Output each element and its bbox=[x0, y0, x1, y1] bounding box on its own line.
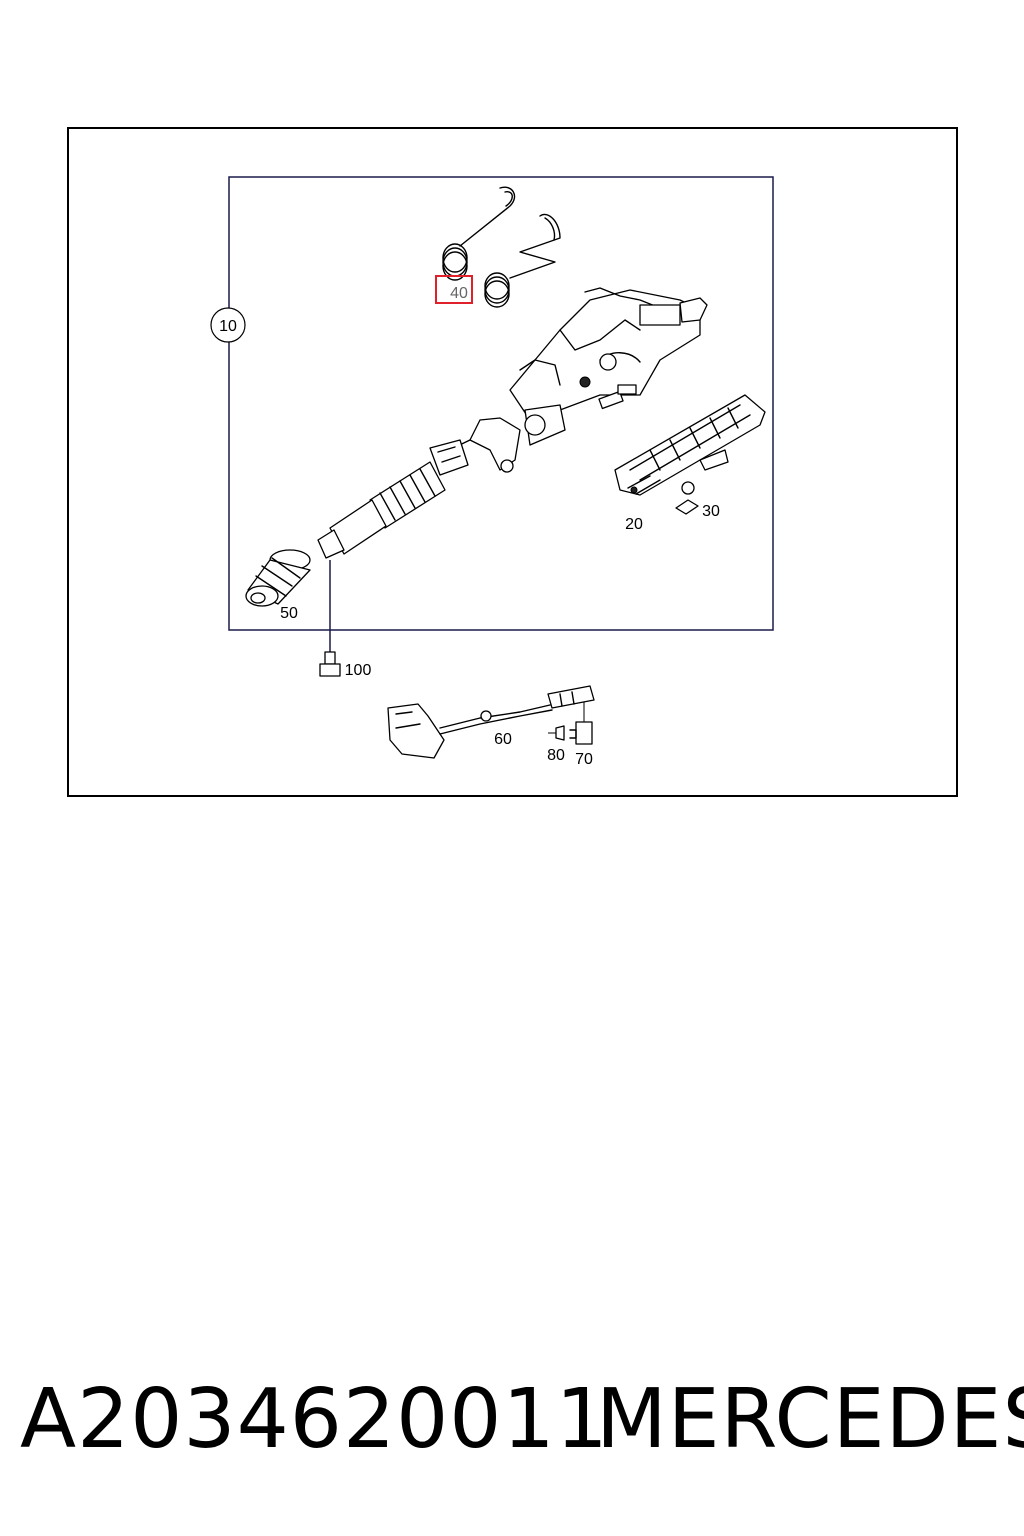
rail-bracket-20 bbox=[614, 394, 766, 496]
callout-20[interactable]: 20 bbox=[625, 516, 643, 533]
callout-70[interactable]: 70 bbox=[575, 751, 593, 768]
callout-30[interactable]: 30 bbox=[702, 503, 720, 520]
steering-column-assembly bbox=[317, 287, 708, 559]
callout-50-label: 50 bbox=[280, 605, 298, 622]
callout-50[interactable]: 50 bbox=[280, 605, 298, 622]
callout-60-label: 60 bbox=[494, 731, 512, 748]
footer: A2034620011 MERCEDES bbox=[0, 1370, 1024, 1470]
callout-100[interactable]: 100 bbox=[345, 662, 372, 679]
wiring-harness-60 bbox=[387, 685, 595, 759]
connector-part-80 bbox=[548, 725, 565, 741]
callout-60[interactable]: 60 bbox=[494, 731, 512, 748]
parts-diagram: 10 40 bbox=[67, 127, 958, 797]
boot-part-50 bbox=[245, 549, 311, 607]
outer-frame bbox=[67, 127, 958, 797]
callout-20-label: 20 bbox=[625, 516, 643, 533]
callout-40-label: 40 bbox=[450, 285, 468, 302]
callout-80-label: 80 bbox=[547, 747, 565, 764]
spring-parts-40 bbox=[442, 186, 561, 308]
highlight-box bbox=[435, 275, 473, 304]
bolt-part-100 bbox=[319, 651, 341, 677]
callout-10-label: 10 bbox=[219, 318, 237, 335]
callout-100-label: 100 bbox=[345, 662, 372, 679]
bolt-part-30 bbox=[675, 481, 699, 515]
callout-70-label: 70 bbox=[575, 751, 593, 768]
callout-10[interactable]: 10 bbox=[210, 307, 246, 343]
callout-40[interactable]: 40 bbox=[435, 275, 473, 304]
assembly-frame bbox=[228, 176, 774, 631]
part-number: A2034620011 bbox=[20, 1372, 609, 1467]
connector-part-70 bbox=[569, 721, 593, 745]
callout-30-label: 30 bbox=[702, 503, 720, 520]
brand-name: MERCEDES bbox=[596, 1372, 1024, 1467]
callout-80[interactable]: 80 bbox=[547, 747, 565, 764]
